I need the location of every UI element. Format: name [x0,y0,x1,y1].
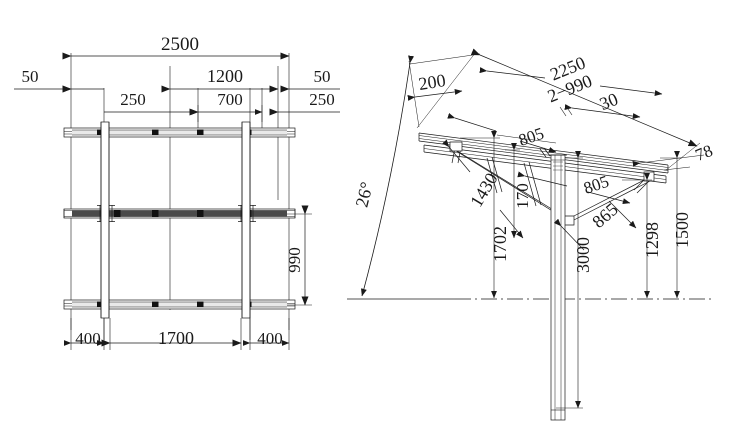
dim-label-front-height: 1702 [490,226,510,262]
dim-label-right-overhang: 50 [314,67,331,86]
dim-short-offset [505,142,520,239]
dim-top-overhang [407,53,481,128]
front-elevation-group [14,52,340,350]
dim-panel-length [416,48,701,171]
dim-module-gap [559,104,641,120]
dim-front-height [460,130,500,299]
dim-upper-brace [447,112,557,153]
dim-label-short-offset: 170 [513,183,532,209]
dim-label-left-overhang: 50 [22,67,39,86]
dim-row-3 [104,105,340,122]
dim-label-rail-spacing: 990 [285,247,304,273]
main-post [549,154,567,421]
dim-label-rear-height: 1298 [642,222,662,258]
dim-rear-brace [553,200,637,251]
dim-label-post-length: 3000 [573,237,593,273]
dim-label-rear-edge: 78 [692,141,715,165]
dim-row-bottom [63,318,290,350]
middle-rail [63,208,296,219]
dim-lower-brace [517,171,631,205]
dim-label-right-module: 250 [309,90,335,109]
dim-label-module-gap: 30 [597,89,621,114]
dim-label-bottom-right: 400 [257,329,283,348]
dim-module-run [479,67,663,97]
dim-overall-height [660,150,682,299]
side-elevation-group [347,48,715,421]
dim-label-rear-brace: 865 [588,199,621,232]
dim-rear-height [622,172,652,299]
dim-label-bottom-center: 1700 [158,328,194,348]
dim-label-inner-span: 1200 [207,66,243,86]
dim-post-length [556,150,583,409]
dim-label-left-module: 250 [120,90,146,109]
dim-label-bottom-left: 400 [75,329,101,348]
dim-label-overall-height: 1500 [672,212,692,248]
angle-arc-26 [360,55,415,297]
dim-label-center-gap: 700 [217,90,243,109]
vertical-purlins [100,121,251,319]
dim-label-upper-brace: 805 [516,124,546,150]
dim-label-overall-width: 2500 [161,34,199,55]
dim-label-top-overhang: 200 [417,70,447,94]
dim-rail-spacing [287,205,312,306]
dim-label-tilt-angle: 26° [351,180,377,209]
